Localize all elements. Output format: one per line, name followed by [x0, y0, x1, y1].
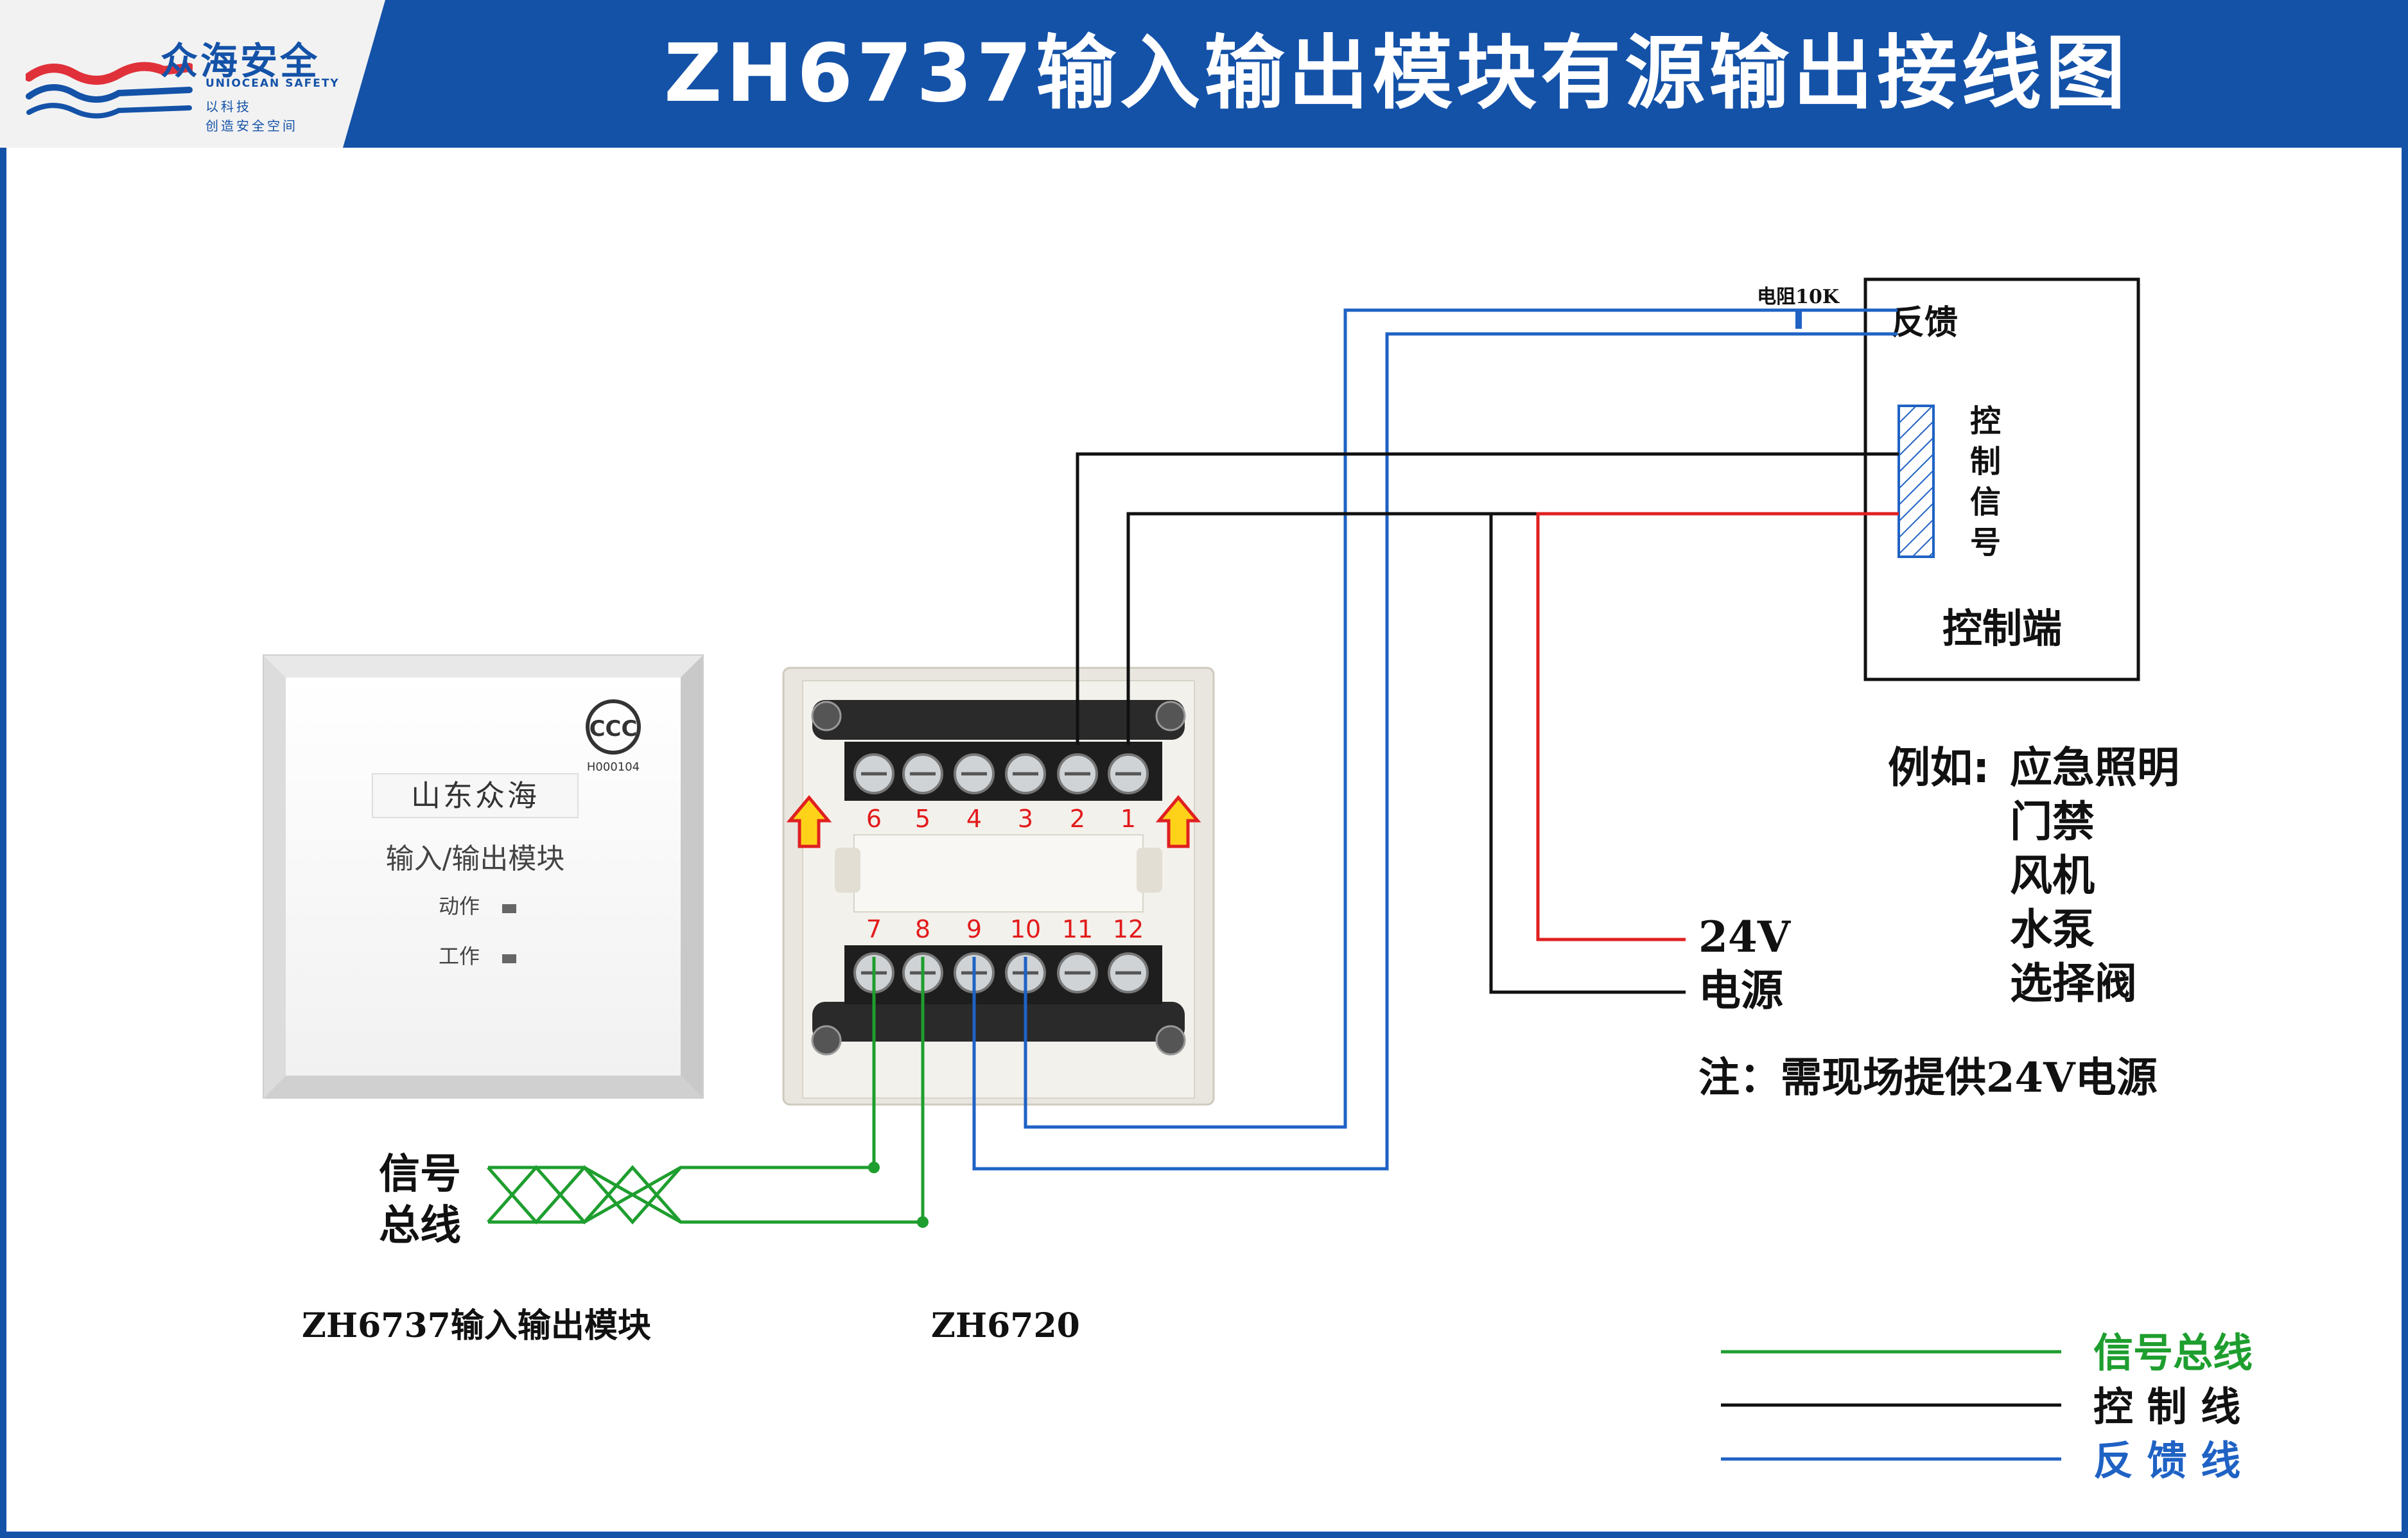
logo-panel: 众海安全 UNIOCEAN SAFETY 以科技 创造安全空间 [0, 0, 385, 148]
module-caption: ZH6737输入输出模块 [302, 1306, 651, 1345]
example-item: 选择阀 [2010, 959, 2137, 1008]
power-wire [1536, 512, 1899, 941]
arrow-up-icon [1155, 795, 1201, 848]
example-item: 门禁 [2010, 797, 2095, 846]
example-item: 应急照明 [2010, 743, 2179, 792]
terminal-number: 1 [1121, 805, 1136, 833]
module-brand: 山东众海 [411, 778, 539, 813]
examples-prefix: 例如: [1888, 743, 1989, 792]
header-bar: 众海安全 UNIOCEAN SAFETY 以科技 创造安全空间 ZH6737输入… [0, 0, 2408, 148]
control-signal-char: 信 [1970, 484, 2001, 520]
feedback-wires [972, 308, 1898, 1171]
terminal-number: 10 [1010, 915, 1041, 943]
terminal-number: 6 [866, 805, 882, 833]
cert-code: H000104 [587, 760, 640, 774]
terminal-number: 7 [866, 915, 882, 943]
terminal-number: 4 [966, 805, 982, 833]
led-work-icon [502, 954, 516, 963]
terminal-number: 8 [915, 915, 930, 943]
arrow-up-icon [786, 795, 832, 848]
led-action-icon [502, 904, 516, 913]
power-label: 电源 [1698, 966, 1783, 1015]
top-terminal-row: 6 5 4 3 2 1 [853, 753, 1149, 833]
logo-brand-cn: 众海安全 [161, 39, 320, 83]
feedback-label: 反馈 [1891, 304, 1958, 342]
terminal-number: 12 [1113, 915, 1144, 943]
resistor-label: 电阻10K [1757, 286, 1840, 308]
example-item: 风机 [2010, 851, 2095, 900]
control-end-box: 反馈 控 制 信 号 控制端 [1863, 277, 2140, 681]
module-name: 输入/输出模块 [386, 843, 565, 875]
terminal-number: 9 [966, 915, 982, 943]
logo-brand-en: UNIOCEAN SAFETY [205, 77, 340, 90]
power-voltage: 24V [1698, 912, 1792, 962]
legend-label-control: 控 制 线 [2093, 1383, 2240, 1430]
terminal-base-device [782, 667, 1215, 1106]
note-text: 注：需现场提供24V电源 [1698, 1054, 2158, 1102]
base-caption: ZH6720 [931, 1306, 1080, 1345]
control-signal-char: 制 [1970, 444, 2001, 480]
resistor-icon [1795, 310, 1802, 329]
example-item: 水泵 [2010, 905, 2095, 954]
terminal-number: 2 [1070, 805, 1085, 833]
signal-bus-wires [487, 957, 925, 1225]
led-action-label: 动作 [439, 894, 480, 918]
legend: 信号总线 控 制 线 反 馈 线 [1721, 1329, 2253, 1484]
legend-label-feedback: 反 馈 线 [2093, 1437, 2240, 1484]
control-contact-icon [1898, 405, 1935, 558]
terminal-number: 11 [1062, 915, 1093, 943]
led-work-label: 工作 [439, 944, 480, 968]
control-signal-char: 控 [1970, 403, 2001, 439]
wave-logo-icon [26, 62, 193, 119]
logo-slogan-2: 创造安全空间 [205, 118, 298, 134]
ccc-cert-icon: CCC [586, 699, 641, 755]
page-title: ZH6737输入输出模块有源输出接线图 [663, 27, 2130, 120]
control-signal-char: 号 [1970, 525, 2001, 561]
terminal-number: 5 [915, 805, 930, 833]
logo-slogan-1: 以科技 [205, 99, 252, 114]
svg-text:CCC: CCC [589, 716, 638, 742]
legend-label-signal: 信号总线 [2093, 1329, 2253, 1376]
signal-bus-label: 总线 [379, 1202, 461, 1250]
terminal-number: 3 [1018, 805, 1033, 833]
control-end-title: 控制端 [1942, 605, 2062, 652]
signal-bus-label: 信号 [379, 1151, 461, 1198]
io-module-device: CCC H000104 山东众海 输入/输出模块 动作 工作 [263, 654, 704, 1099]
